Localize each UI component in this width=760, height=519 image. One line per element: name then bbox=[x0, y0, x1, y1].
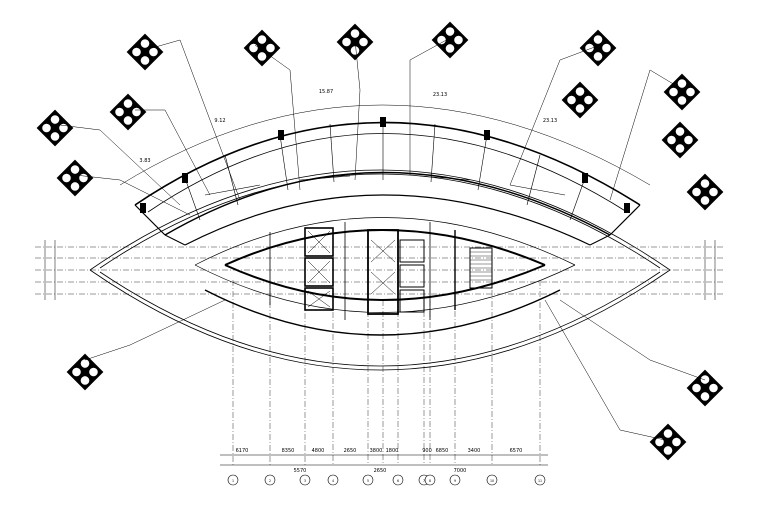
upper-building-wing bbox=[134, 121, 641, 246]
dim-top-1: 15.87 bbox=[319, 89, 333, 95]
grid-bubble-label: 8 bbox=[429, 479, 431, 483]
view-marker bbox=[579, 29, 617, 67]
grid-bubble bbox=[424, 474, 436, 486]
view-marker bbox=[649, 423, 687, 461]
view-marker bbox=[36, 109, 74, 147]
right-dimension-string bbox=[704, 240, 716, 300]
grid-bubble bbox=[534, 474, 546, 486]
grid-bubble bbox=[299, 474, 311, 486]
view-marker bbox=[243, 29, 281, 67]
dim-b1-6: 1800 bbox=[386, 448, 399, 454]
view-marker bbox=[109, 93, 147, 131]
dim-b1-5: 3800 bbox=[370, 448, 383, 454]
horizontal-grid-lines bbox=[35, 246, 725, 295]
grid-bubble-label: 10 bbox=[490, 479, 494, 483]
dim-top-2: 23.13 bbox=[433, 92, 447, 98]
view-marker bbox=[56, 159, 94, 197]
grid-bubble bbox=[327, 474, 339, 486]
dim-b1-7: 900 bbox=[422, 448, 432, 454]
grid-bubble-label: 7 bbox=[423, 479, 425, 483]
dim-b1-10: 6570 bbox=[510, 448, 523, 454]
dim-b1-4: 2650 bbox=[344, 448, 357, 454]
bottom-dimension-text: 6170 8350 4800 2650 3800 1800 900 6850 3… bbox=[236, 448, 523, 474]
view-marker bbox=[686, 173, 724, 211]
core-rooms bbox=[269, 222, 493, 320]
dim-left-2: 9.12 bbox=[214, 118, 225, 124]
grid-bubble bbox=[264, 474, 276, 486]
grid-bubble-label: 2 bbox=[269, 479, 271, 483]
dim-b2-2: 2650 bbox=[374, 468, 387, 474]
grid-bubble bbox=[486, 474, 498, 486]
grid-bubble-label: 11 bbox=[538, 479, 542, 483]
top-arc-dimensions: 15.87 23.13 23.13 3.83 9.12 bbox=[139, 89, 557, 164]
outer-lens-outline bbox=[89, 169, 671, 371]
grid-bubble bbox=[227, 474, 239, 486]
dim-b1-2: 8350 bbox=[282, 448, 295, 454]
grid-bubble-label: 3 bbox=[304, 479, 306, 483]
view-marker bbox=[126, 33, 164, 71]
left-dimension-string bbox=[44, 240, 56, 300]
view-markers bbox=[36, 21, 724, 461]
central-core bbox=[194, 217, 576, 336]
grid-bubble bbox=[449, 474, 461, 486]
dim-b1-3: 4800 bbox=[312, 448, 325, 454]
room-partitions bbox=[184, 120, 586, 221]
grid-bubble-label: 6 bbox=[397, 479, 399, 483]
view-marker bbox=[561, 81, 599, 119]
grid-bubble bbox=[362, 474, 374, 486]
grid-bubble bbox=[392, 474, 404, 486]
dim-b2-1: 5570 bbox=[294, 468, 307, 474]
view-marker bbox=[66, 353, 104, 391]
dim-b2-3: 7000 bbox=[454, 468, 467, 474]
dim-top-3: 23.13 bbox=[543, 118, 557, 124]
dim-b1-8: 6850 bbox=[436, 448, 449, 454]
vertical-grid-lines bbox=[232, 280, 541, 465]
dim-b1-1: 6170 bbox=[236, 448, 249, 454]
view-marker bbox=[661, 121, 699, 159]
grid-bubble-label: 1 bbox=[232, 479, 234, 483]
view-marker bbox=[431, 21, 469, 59]
stair bbox=[470, 251, 492, 281]
grid-bubble-label: 5 bbox=[367, 479, 369, 483]
view-marker bbox=[686, 369, 724, 407]
bottom-dimension-lines bbox=[220, 454, 548, 466]
view-marker bbox=[663, 73, 701, 111]
structural-columns bbox=[140, 117, 630, 213]
elevator-shafts bbox=[307, 230, 396, 308]
grid-bubble-label: 9 bbox=[454, 479, 456, 483]
leader-lines bbox=[59, 37, 706, 441]
dim-left-1: 3.83 bbox=[139, 158, 150, 164]
grid-bubble-label: 4 bbox=[332, 479, 334, 483]
dim-b1-9: 3400 bbox=[468, 448, 481, 454]
top-dimension-arc bbox=[119, 104, 651, 186]
